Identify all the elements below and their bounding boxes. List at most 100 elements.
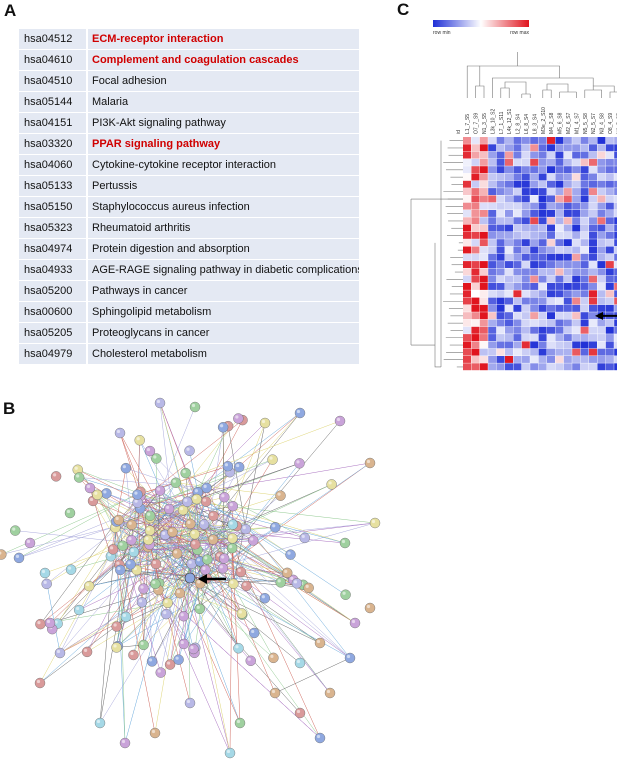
network-edge xyxy=(167,561,201,604)
protein-node xyxy=(143,534,154,546)
node-highlight xyxy=(251,629,255,634)
heatmap-cell xyxy=(555,297,564,305)
node-highlight xyxy=(146,527,151,531)
heatmap-cell xyxy=(530,151,539,159)
protein-node xyxy=(184,445,195,456)
heatmap-cell xyxy=(605,326,614,334)
network-edge xyxy=(118,519,157,565)
heatmap-cell xyxy=(479,304,488,312)
heatmap-cell xyxy=(580,356,589,363)
heatmap-cell xyxy=(589,341,597,349)
network-edge xyxy=(231,547,351,659)
heatmap-cell xyxy=(471,217,480,225)
heatmap-cell xyxy=(479,239,488,247)
node-highlight xyxy=(174,550,178,554)
heatmap-cell xyxy=(488,158,497,166)
heatmap-cell xyxy=(555,137,564,144)
heatmap-cell xyxy=(555,319,564,327)
heatmap-cell xyxy=(614,319,617,327)
heatmap-cell xyxy=(605,275,614,283)
node-highlight xyxy=(12,527,16,531)
node-highlight xyxy=(175,656,179,660)
heatmap-cell xyxy=(538,137,547,144)
heatmap-cell xyxy=(479,356,488,363)
heatmap-cell xyxy=(547,290,555,298)
heatmap-cell xyxy=(463,188,471,195)
heatmap-cell xyxy=(563,217,572,225)
protein-node xyxy=(125,559,136,570)
network-edge xyxy=(18,491,141,559)
node-highlight xyxy=(103,490,107,494)
heatmap-cell xyxy=(521,319,530,327)
heatmap-cell xyxy=(597,144,606,152)
node-highlight xyxy=(128,521,132,525)
heatmap-cell xyxy=(614,137,617,144)
node-highlight xyxy=(140,641,144,646)
heatmap-cell xyxy=(488,166,497,174)
network-edge xyxy=(79,528,246,611)
protein-node xyxy=(334,415,346,427)
heatmap-cell xyxy=(572,341,581,349)
heatmap-cell xyxy=(496,195,505,203)
heatmap-cell xyxy=(488,151,497,159)
heatmap-cell xyxy=(563,158,572,166)
network-edge xyxy=(159,402,195,535)
network-edge xyxy=(124,553,178,744)
protein-node xyxy=(136,597,148,608)
heatmap-cell xyxy=(605,151,614,159)
heatmap-cell xyxy=(580,290,589,298)
network-edge xyxy=(150,463,300,519)
heatmap-cell xyxy=(488,275,497,283)
heatmap-cell xyxy=(555,180,564,188)
protein-node xyxy=(113,514,124,526)
node-highlight xyxy=(287,551,291,555)
column-label: M2_6_S7 xyxy=(566,112,572,134)
protein-node xyxy=(184,697,196,709)
heatmap-cell xyxy=(530,188,539,195)
heatmap-cell xyxy=(538,180,547,188)
heatmap-cell xyxy=(471,137,480,144)
heatmap-cell xyxy=(614,246,617,254)
heatmap-cell xyxy=(572,319,581,327)
heatmap-cell xyxy=(605,297,614,305)
heatmap-cell xyxy=(505,195,513,203)
heatmap-cell xyxy=(471,158,480,166)
row-dendrogram xyxy=(410,140,463,368)
protein-node xyxy=(191,493,202,505)
node-highlight xyxy=(229,521,233,525)
protein-node xyxy=(174,587,186,599)
node-highlight xyxy=(56,649,61,654)
panel-label-a: A xyxy=(4,1,17,20)
protein-node xyxy=(170,477,182,488)
heatmap-cell xyxy=(614,180,617,188)
heatmap-cell xyxy=(505,297,513,305)
heatmap-cell xyxy=(597,283,606,290)
protein-node xyxy=(267,454,278,465)
heatmap-cell xyxy=(488,341,497,349)
heatmap-cell xyxy=(563,283,572,290)
heatmap-cell xyxy=(521,304,530,312)
protein-node xyxy=(208,510,219,522)
heatmap-cell xyxy=(555,268,564,276)
heatmap-cell xyxy=(597,297,606,305)
heatmap-cell xyxy=(479,312,488,320)
protein-node xyxy=(154,397,166,409)
heatmap-cell xyxy=(496,151,505,159)
node-highlight xyxy=(146,447,151,452)
heatmap-cell xyxy=(572,334,581,341)
heatmap-cell xyxy=(605,224,614,232)
node-highlight xyxy=(316,734,321,739)
heatmap-cell xyxy=(563,246,572,254)
heatmap-cell xyxy=(589,151,597,159)
heatmap-cell xyxy=(463,283,471,290)
heatmap-cell xyxy=(488,319,497,327)
heatmap-cell xyxy=(547,158,555,166)
pathway-id: hsa04974 xyxy=(19,239,86,259)
network-nodes xyxy=(0,397,381,759)
heatmap-cell xyxy=(572,246,581,254)
protein-node xyxy=(227,519,238,530)
node-highlight xyxy=(187,520,191,524)
heatmap-cell xyxy=(538,356,547,363)
